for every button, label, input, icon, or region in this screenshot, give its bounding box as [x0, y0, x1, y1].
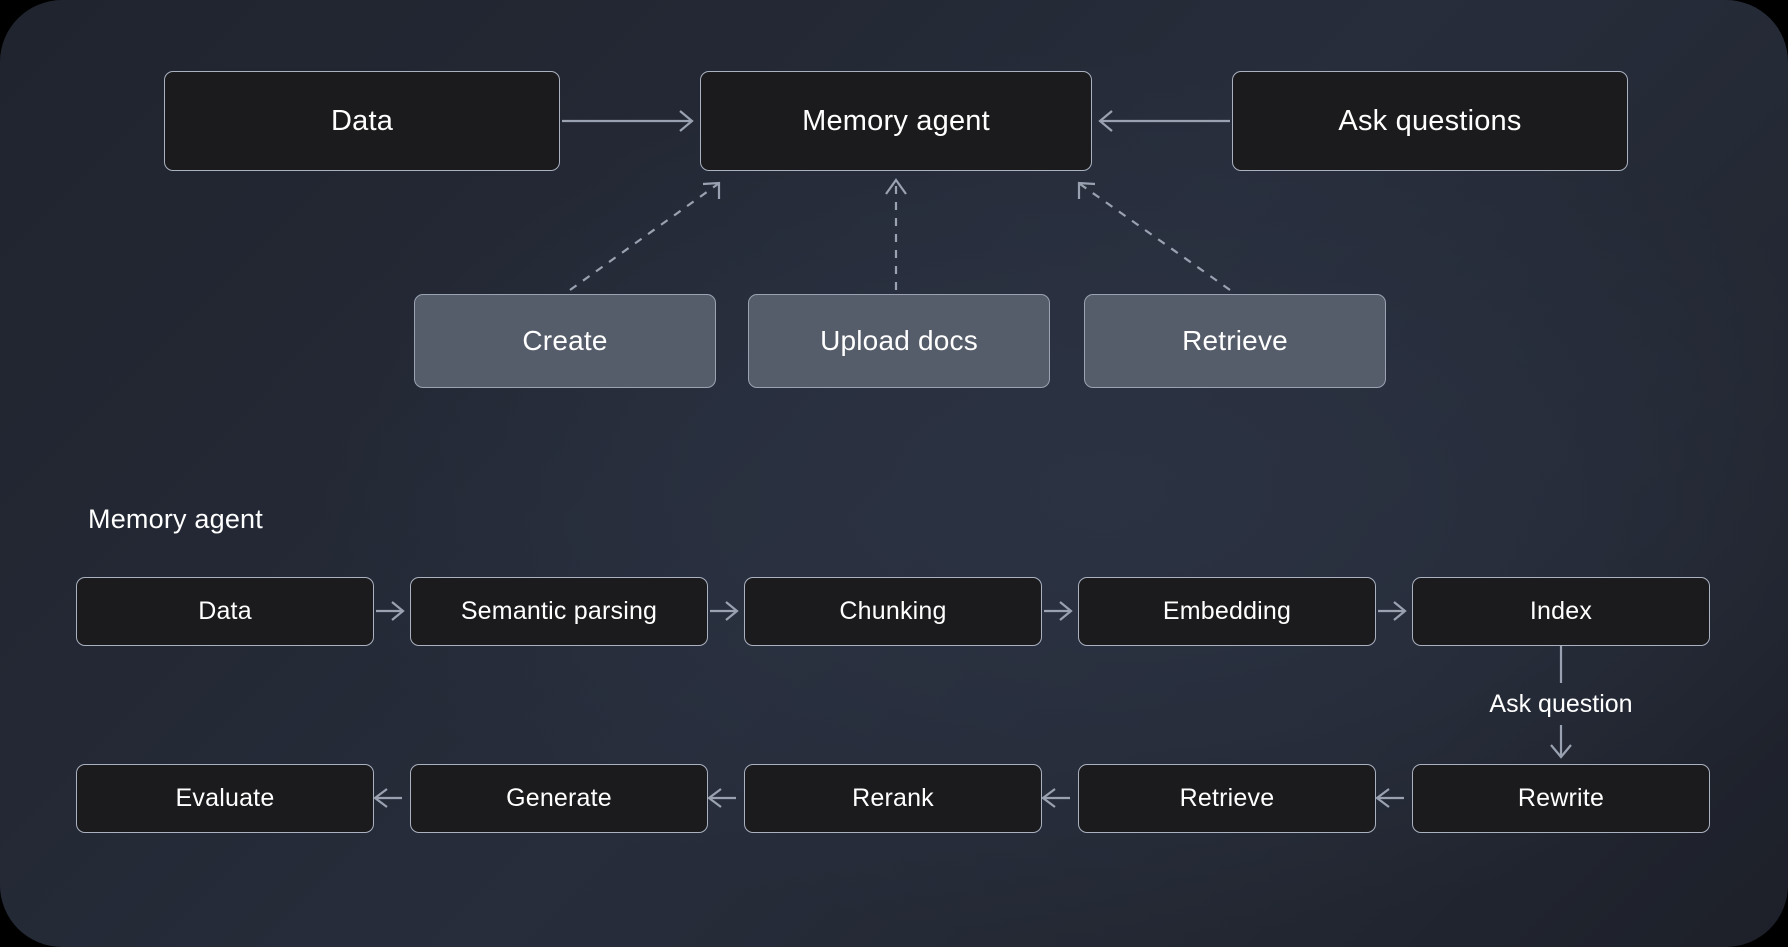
edge-chunking-to-embedding — [1044, 601, 1073, 621]
node-label: Evaluate — [175, 784, 275, 812]
node-data[interactable]: Data — [164, 71, 560, 171]
node-pipeline-retrieve[interactable]: Retrieve — [1078, 764, 1376, 833]
node-label: Memory agent — [802, 104, 990, 137]
edge-create-to-memory-agent — [569, 181, 721, 291]
node-label: Data — [330, 104, 394, 137]
node-label: Semantic parsing — [460, 597, 658, 625]
edge-upload-docs-to-memory-agent — [885, 178, 907, 290]
node-label: Rerank — [852, 784, 934, 812]
edge-retrieve-to-rerank — [1041, 788, 1070, 808]
node-pipeline-data[interactable]: Data — [76, 577, 374, 646]
node-create[interactable]: Create — [414, 294, 716, 388]
node-label: Rewrite — [1517, 784, 1605, 812]
edge-data-to-semantic-parsing — [376, 601, 405, 621]
edge-semantic-parsing-to-chunking — [710, 601, 739, 621]
node-ask-questions[interactable]: Ask questions — [1232, 71, 1628, 171]
edge-ask-questions-to-memory-agent — [1098, 110, 1230, 132]
edge-data-to-memory-agent — [562, 110, 694, 132]
edge-generate-to-evaluate — [373, 788, 402, 808]
node-pipeline-chunking[interactable]: Chunking — [744, 577, 1042, 646]
node-label: Retrieve — [1182, 325, 1288, 356]
node-pipeline-embedding[interactable]: Embedding — [1078, 577, 1376, 646]
node-upload-docs[interactable]: Upload docs — [748, 294, 1050, 388]
node-label: Generate — [506, 784, 612, 812]
node-pipeline-rewrite[interactable]: Rewrite — [1412, 764, 1710, 833]
node-label: Upload docs — [820, 325, 978, 356]
node-retrieve[interactable]: Retrieve — [1084, 294, 1386, 388]
node-label: Create — [522, 325, 608, 356]
node-pipeline-semantic-parsing[interactable]: Semantic parsing — [410, 577, 708, 646]
edge-rerank-to-generate — [707, 788, 736, 808]
node-pipeline-rerank[interactable]: Rerank — [744, 764, 1042, 833]
node-label: Ask questions — [1338, 104, 1522, 137]
node-pipeline-index[interactable]: Index — [1412, 577, 1710, 646]
node-label: Chunking — [839, 597, 947, 625]
edge-retrieve-to-memory-agent — [1077, 181, 1231, 291]
node-pipeline-evaluate[interactable]: Evaluate — [76, 764, 374, 833]
node-label: Index — [1529, 597, 1593, 625]
edge-label-ask-question: Ask question — [1489, 690, 1633, 718]
node-memory-agent[interactable]: Memory agent — [700, 71, 1092, 171]
node-label: Embedding — [1162, 597, 1292, 625]
node-pipeline-generate[interactable]: Generate — [410, 764, 708, 833]
node-label: Retrieve — [1179, 784, 1275, 812]
edge-embedding-to-index — [1378, 601, 1407, 621]
edge-rewrite-to-retrieve — [1375, 788, 1404, 808]
node-label: Data — [198, 597, 252, 625]
pipeline-section-title: Memory agent — [88, 504, 263, 534]
